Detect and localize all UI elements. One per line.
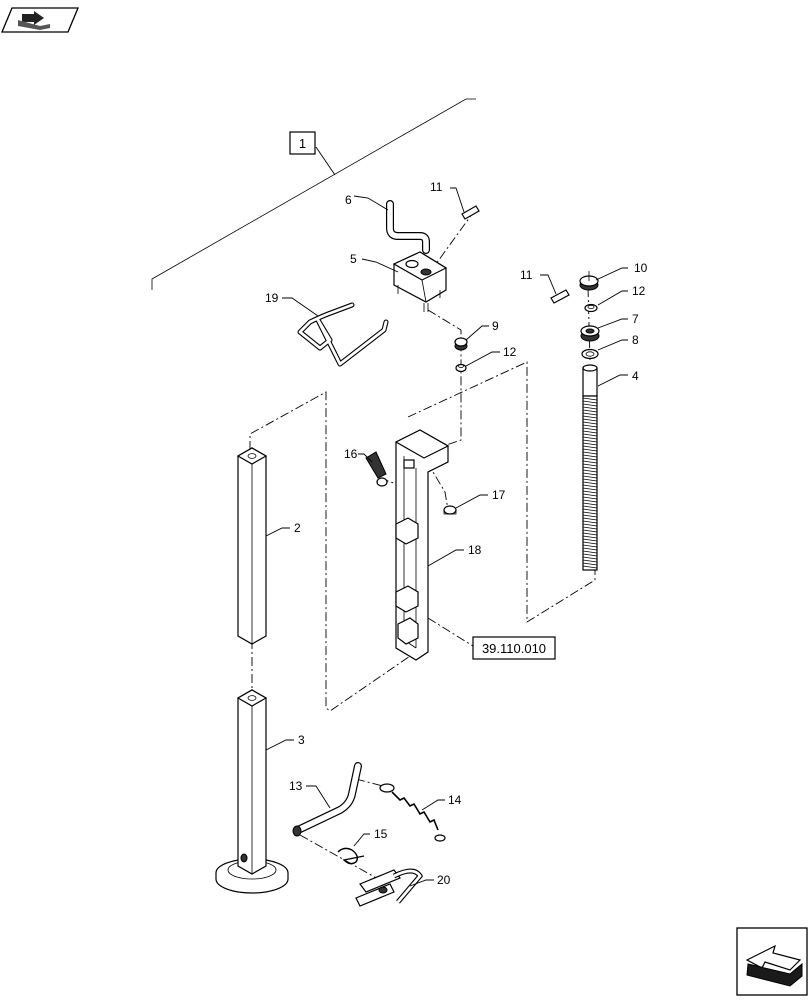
callout-9: 9 <box>492 319 499 333</box>
part-19-wire-clip <box>297 302 389 367</box>
callout-3: 3 <box>298 733 305 747</box>
callout-14: 14 <box>448 793 462 807</box>
callout-12-right: 12 <box>632 284 646 298</box>
next-page-arrow-icon[interactable] <box>736 927 808 996</box>
callout-11-top: 11 <box>430 180 443 194</box>
part-11-pin-right <box>550 289 570 304</box>
part-5-block <box>392 251 448 312</box>
part-4-threaded-rod <box>582 364 598 571</box>
part-12-washer-left <box>455 363 467 373</box>
callout-8: 8 <box>632 333 639 347</box>
part-16-bolt <box>365 451 388 487</box>
part-11-pin-top <box>461 205 480 220</box>
callout-20: 20 <box>437 873 451 887</box>
callout-4: 4 <box>632 369 639 383</box>
callout-labels: 6 11 5 19 11 10 12 7 8 9 12 4 16 17 2 18… <box>265 180 648 887</box>
part-20-lynch-pin <box>355 868 424 907</box>
callout-5: 5 <box>350 252 357 266</box>
part-14-chain <box>379 783 446 842</box>
alignment-lines <box>249 209 596 881</box>
callout-13: 13 <box>289 779 303 793</box>
group-bracket: 1 <box>151 98 476 290</box>
callout-11-right: 11 <box>520 268 533 282</box>
reference-code[interactable]: 39.110.010 <box>482 641 546 656</box>
part-13-handle-pin <box>292 762 362 837</box>
callout-17: 17 <box>492 488 506 502</box>
part-10-handle-nut <box>579 271 599 291</box>
callout-16: 16 <box>344 447 358 461</box>
reference-box[interactable]: 39.110.010 <box>427 617 556 660</box>
part-6-bent-pin <box>386 200 430 254</box>
part-15-spring-clip <box>337 847 365 865</box>
part-18-bracket <box>394 429 450 661</box>
book-arrow-icon[interactable] <box>1 7 79 33</box>
callout-12-left: 12 <box>503 345 517 359</box>
group-label-box <box>289 131 316 155</box>
callout-6: 6 <box>345 193 352 207</box>
callout-10: 10 <box>634 261 648 275</box>
part-8-washer <box>581 348 599 360</box>
callout-7: 7 <box>632 312 639 326</box>
part-3-lower-tube-foot <box>215 689 289 894</box>
callout-15: 15 <box>374 827 388 841</box>
part-7-bearing <box>580 325 600 342</box>
group-label: 1 <box>299 136 306 151</box>
part-9-nut <box>454 337 468 351</box>
callout-19: 19 <box>265 291 279 305</box>
part-17-nut <box>443 505 457 515</box>
part-2-upper-tube <box>236 447 268 645</box>
part-12-washer-right <box>584 303 598 313</box>
callout-2: 2 <box>294 521 301 535</box>
callout-18: 18 <box>468 543 482 557</box>
leader-lines <box>265 187 628 887</box>
